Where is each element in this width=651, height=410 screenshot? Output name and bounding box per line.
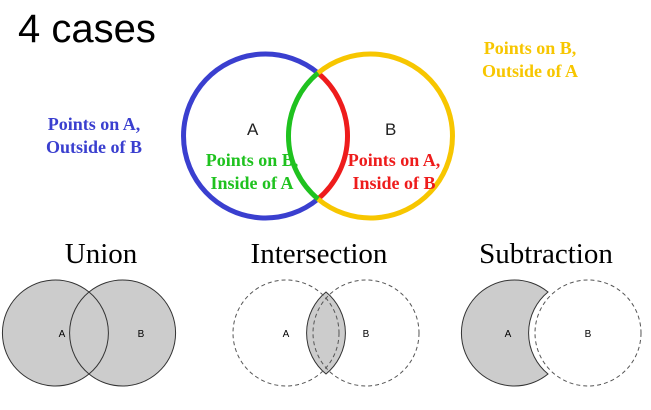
case-b-inside-a-line2: Inside of A: [210, 173, 293, 193]
case-b-outside-a-line2: Outside of A: [482, 61, 578, 81]
intersection-label-b: B: [363, 329, 370, 340]
case-a-inside-b-line1: Points on A,: [348, 150, 441, 170]
union-label-a: A: [59, 329, 66, 340]
case-a-outside-b-line2: Outside of B: [46, 137, 142, 157]
case-a-inside-b-line2: Inside of B: [352, 173, 435, 193]
union-label: Union: [65, 238, 138, 270]
circle-b-inside-arc: [285, 71, 320, 201]
page-title: 4 cases: [18, 7, 156, 51]
subtraction-circle-b: [534, 279, 642, 387]
subtraction-fill: [460, 279, 549, 387]
union-inner-arc-a: [88, 291, 109, 375]
union-inner-arc-b: [69, 291, 90, 375]
case-b-inside-a-line1: Points on B,: [206, 150, 299, 170]
subtraction-diagram: A B: [460, 279, 642, 387]
intersection-circle-b: [312, 279, 420, 387]
union-diagram: A B: [1, 279, 177, 387]
intersection-circle-a: [232, 279, 340, 387]
union-label-b: B: [138, 329, 145, 340]
intersection-label-a: A: [283, 329, 290, 340]
subtraction-label-a: A: [505, 329, 512, 340]
case-a-outside-b-line1: Points on A,: [48, 114, 141, 134]
circle-a-inside-arc: [316, 71, 351, 201]
circle-b-label: B: [385, 120, 396, 139]
main-venn: A B Points on A, Outside of B Points on …: [46, 38, 578, 221]
circle-a-label: A: [247, 120, 259, 139]
subtraction-label: Subtraction: [479, 238, 613, 270]
intersection-fill: [306, 291, 346, 375]
circle-b-outside-arc: [316, 51, 455, 221]
intersection-label: Intersection: [251, 238, 388, 270]
circle-a-outside-arc: [181, 51, 320, 221]
case-b-outside-a-line1: Points on B,: [484, 38, 577, 58]
intersection-diagram: A B: [232, 279, 420, 387]
union-fill: [1, 279, 177, 387]
subtraction-label-b: B: [585, 329, 592, 340]
